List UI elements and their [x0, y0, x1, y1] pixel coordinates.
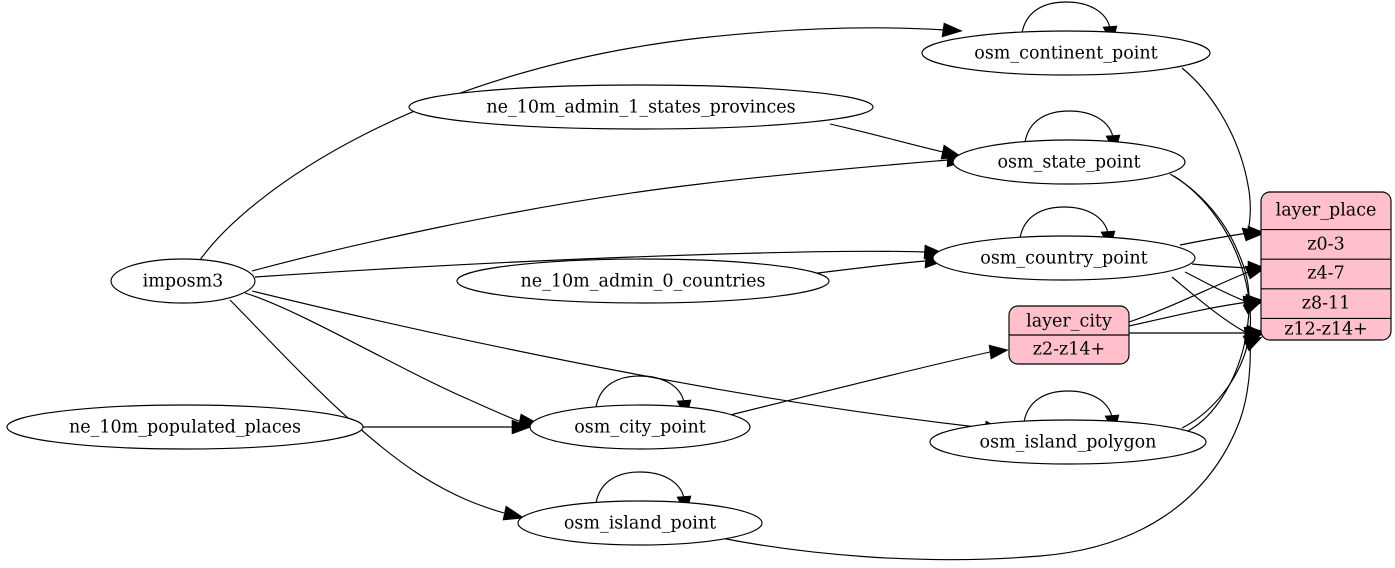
node-label-osm_city_point: osm_city_point — [574, 418, 706, 438]
node-label-ne_10m_populated_places: ne_10m_populated_places — [69, 418, 301, 438]
record-row-layer_place-z12-z14[interactable]: z12-z14+ — [1284, 320, 1368, 340]
node-label-osm_island_point: osm_island_point — [564, 514, 716, 534]
record-row-layer_place-title: layer_place — [1276, 201, 1377, 221]
record-row-layer_city-title: layer_city — [1026, 312, 1112, 332]
edge-imposm3-to-osm_continent_point — [199, 22, 963, 261]
record-row-layer_place-z0-3[interactable]: z0-3 — [1307, 235, 1344, 255]
node-label-ne_10m_admin_0_countries: ne_10m_admin_0_countries — [521, 272, 766, 292]
record-nodes-group: layer_place z0-3 z4-7 z8-11 z12-z14+ lay… — [1008, 191, 1392, 365]
node-ne_10m_admin_0_countries[interactable]: ne_10m_admin_0_countries — [456, 258, 830, 304]
node-label-osm_island_polygon: osm_island_polygon — [980, 433, 1157, 453]
edge-osm_island_polygon-to-layer_place-z8-11 — [1185, 300, 1263, 433]
edge-osm_continent_point-to-layer_place-z0-3 — [1181, 67, 1263, 242]
node-osm_city_point[interactable]: osm_city_point — [529, 404, 751, 450]
edge-osm_island_point-to-layer_place-z12-z14 — [715, 336, 1263, 561]
record-row-layer_city-z2-z14[interactable]: z2-z14+ — [1033, 340, 1105, 360]
node-label-osm_country_point: osm_country_point — [980, 249, 1147, 269]
node-osm_island_point[interactable]: osm_island_point — [517, 500, 763, 546]
node-ne_10m_populated_places[interactable]: ne_10m_populated_places — [6, 404, 364, 450]
node-label-ne_10m_admin_1_states_provinces: ne_10m_admin_1_states_provinces — [486, 98, 795, 118]
edge-osm_country_point-to-layer_place-z0-3 — [1179, 225, 1266, 246]
node-imposm3[interactable]: imposm3 — [110, 258, 256, 304]
node-ne_10m_admin_1_states_provinces[interactable]: ne_10m_admin_1_states_provinces — [408, 84, 874, 130]
edge-layer_city-to-layer_place-z4-7 — [1128, 265, 1266, 323]
node-osm_state_point[interactable]: osm_state_point — [952, 139, 1186, 185]
edge-ne_10m_populated_places-to-osm_city_point — [363, 419, 532, 435]
edge-imposm3-to-osm_island_point — [229, 299, 525, 521]
edge-imposm3-to-osm_state_point — [251, 152, 967, 272]
node-osm_country_point[interactable]: osm_country_point — [932, 235, 1196, 281]
record-row-layer_place-z8-11[interactable]: z8-11 — [1302, 294, 1351, 314]
nodes-group: imposm3 ne_10m_admin_1_states_provinces … — [6, 30, 1211, 546]
node-label-osm_continent_point: osm_continent_point — [974, 44, 1157, 64]
edge-osm_state_point-to-layer_place-z8-11 — [1169, 173, 1263, 310]
record-row-layer_place-z4-7[interactable]: z4-7 — [1307, 264, 1344, 284]
node-osm_continent_point[interactable]: osm_continent_point — [921, 30, 1211, 76]
node-label-imposm3: imposm3 — [143, 272, 224, 292]
edge-ne_10m_admin_1_states_provinces-to-osm_state_point — [829, 123, 963, 160]
edge-osm_city_point-to-layer_city-z2-z14 — [729, 344, 1009, 416]
record-node-layer_city[interactable]: layer_city z2-z14+ — [1008, 305, 1130, 365]
node-osm_island_polygon[interactable]: osm_island_polygon — [929, 419, 1207, 465]
node-label-osm_state_point: osm_state_point — [997, 153, 1140, 173]
record-node-layer_place[interactable]: layer_place z0-3 z4-7 z8-11 z12-z14+ — [1260, 191, 1392, 341]
